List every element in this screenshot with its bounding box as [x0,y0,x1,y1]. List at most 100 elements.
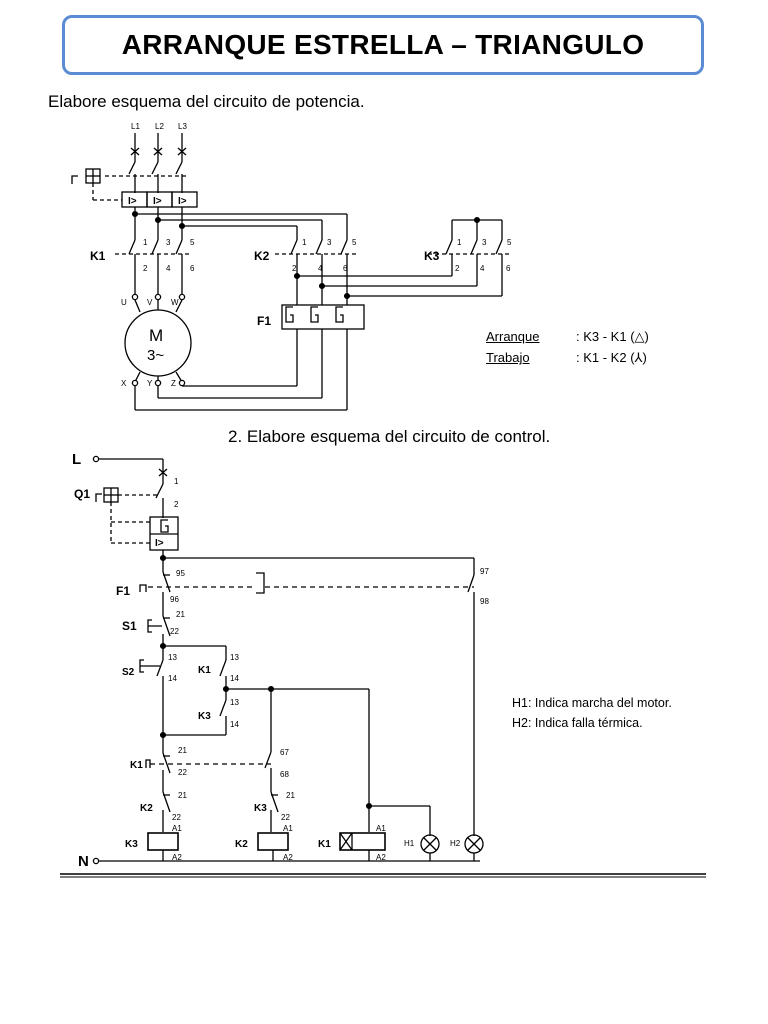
svg-text:1: 1 [457,238,462,247]
breaker-mark-1: I> [128,196,137,207]
svg-text:4: 4 [318,264,323,273]
svg-text:6: 6 [506,264,511,273]
contactor-k2-power: 1 3 5 2 4 6 K2 [254,236,357,305]
svg-text:14: 14 [230,720,239,729]
svg-text:5: 5 [190,238,195,247]
page-title: ARRANQUE ESTRELLA – TRIANGULO [121,29,645,60]
svg-text:A2: A2 [283,853,293,862]
legend-arranque-label: Arranque [486,329,540,344]
svg-text:22: 22 [178,768,187,777]
svg-text:5: 5 [352,238,357,247]
supply-n: N [78,853,89,870]
legend-arranque-value: : K3 - K1 (△) [576,329,649,344]
svg-text:22: 22 [170,627,179,636]
contactor-k1-power: 1 3 5 2 4 6 K1 [90,236,195,294]
label-k3-nc: K3 [254,803,267,814]
svg-text:1: 1 [302,238,307,247]
svg-text:3: 3 [327,238,332,247]
svg-text:1: 1 [143,238,148,247]
q1-mark: I> [155,538,164,549]
label-coil-k1: K1 [318,839,331,850]
supply-l: L [72,451,81,468]
svg-text:21: 21 [176,610,185,619]
label-l2: L2 [155,122,164,131]
label-f1: F1 [257,314,271,328]
label-k1: K1 [90,249,106,263]
svg-text:X: X [121,379,127,388]
main-breaker: I> I> I> [71,133,198,208]
svg-text:67: 67 [280,748,289,757]
svg-text:A2: A2 [172,853,182,862]
svg-text:22: 22 [172,813,181,822]
label-k2: K2 [254,249,270,263]
motor: U V W M 3~ X Y Z [121,293,192,388]
label-k3-hold: K3 [198,711,211,722]
svg-text:4: 4 [166,264,171,273]
svg-text:A1: A1 [376,824,386,833]
svg-text:98: 98 [480,597,489,606]
lamp-h2: H2 [450,834,484,854]
title-box: ARRANQUE ESTRELLA – TRIANGULO [62,15,704,75]
svg-text:3: 3 [482,238,487,247]
svg-text:13: 13 [230,653,239,662]
label-coil-k2: K2 [235,839,248,850]
svg-text:H1: H1 [404,839,415,848]
svg-text:A1: A1 [172,824,182,833]
legend-arranque: Arranque : K3 - K1 (△) [486,329,649,345]
legend-trabajo: Trabajo : K1 - K2 (⅄) [486,350,647,366]
label-coil-k3: K3 [125,839,138,850]
svg-text:21: 21 [178,791,187,800]
svg-text:22: 22 [281,813,290,822]
svg-text:97: 97 [480,567,489,576]
motor-m: M [149,326,163,345]
svg-text:U: U [121,298,127,307]
label-s1: S1 [122,619,137,633]
svg-text:3: 3 [166,238,171,247]
svg-text:14: 14 [168,674,177,683]
label-k3: K3 [424,249,440,263]
svg-text:14: 14 [230,674,239,683]
svg-text:13: 13 [230,698,239,707]
svg-text:96: 96 [170,595,179,604]
svg-text:2: 2 [292,264,297,273]
power-heading: Elabore esquema del circuito de potencia… [48,92,365,111]
label-k2-nc: K2 [140,803,153,814]
svg-text:21: 21 [178,746,187,755]
svg-text:W: W [171,298,179,307]
coil-k2: A1 A2 K2 [235,824,293,862]
label-k1-hold: K1 [198,665,211,676]
control-heading: 2. Elabore esquema del circuito de contr… [228,427,551,446]
svg-text:4: 4 [480,264,485,273]
lamp-h1: H1 [404,834,440,854]
svg-text:6: 6 [343,264,348,273]
coil-k3: A1 A2 K3 [125,824,182,862]
svg-text:68: 68 [280,770,289,779]
label-l3: L3 [178,122,187,131]
label-s2: S2 [122,667,135,678]
legend-trabajo-label: Trabajo [486,350,530,365]
svg-text:Z: Z [171,379,176,388]
label-q1: Q1 [74,487,90,501]
breaker-mark-2: I> [153,196,162,207]
svg-text:H2: H2 [450,839,461,848]
svg-text:6: 6 [190,264,195,273]
note-h1: H1: Indica marcha del motor. [512,696,672,710]
svg-text:5: 5 [507,238,512,247]
note-h2: H2: Indica falla térmica. [512,716,643,730]
svg-text:95: 95 [176,569,185,578]
label-k1-nc: K1 [130,760,143,771]
motor-phase: 3~ [147,347,164,364]
svg-text:A1: A1 [283,824,293,833]
contactor-k3-power: 1 3 5 2 4 6 K3 [424,216,512,296]
svg-text:13: 13 [168,653,177,662]
svg-text:A2: A2 [376,853,386,862]
breaker-mark-3: I> [178,196,187,207]
label-f1-control: F1 [116,584,130,598]
svg-text:2: 2 [143,264,148,273]
svg-text:21: 21 [286,791,295,800]
svg-text:Y: Y [147,379,153,388]
legend-trabajo-value: : K1 - K2 (⅄) [576,350,647,365]
svg-text:2: 2 [455,264,460,273]
